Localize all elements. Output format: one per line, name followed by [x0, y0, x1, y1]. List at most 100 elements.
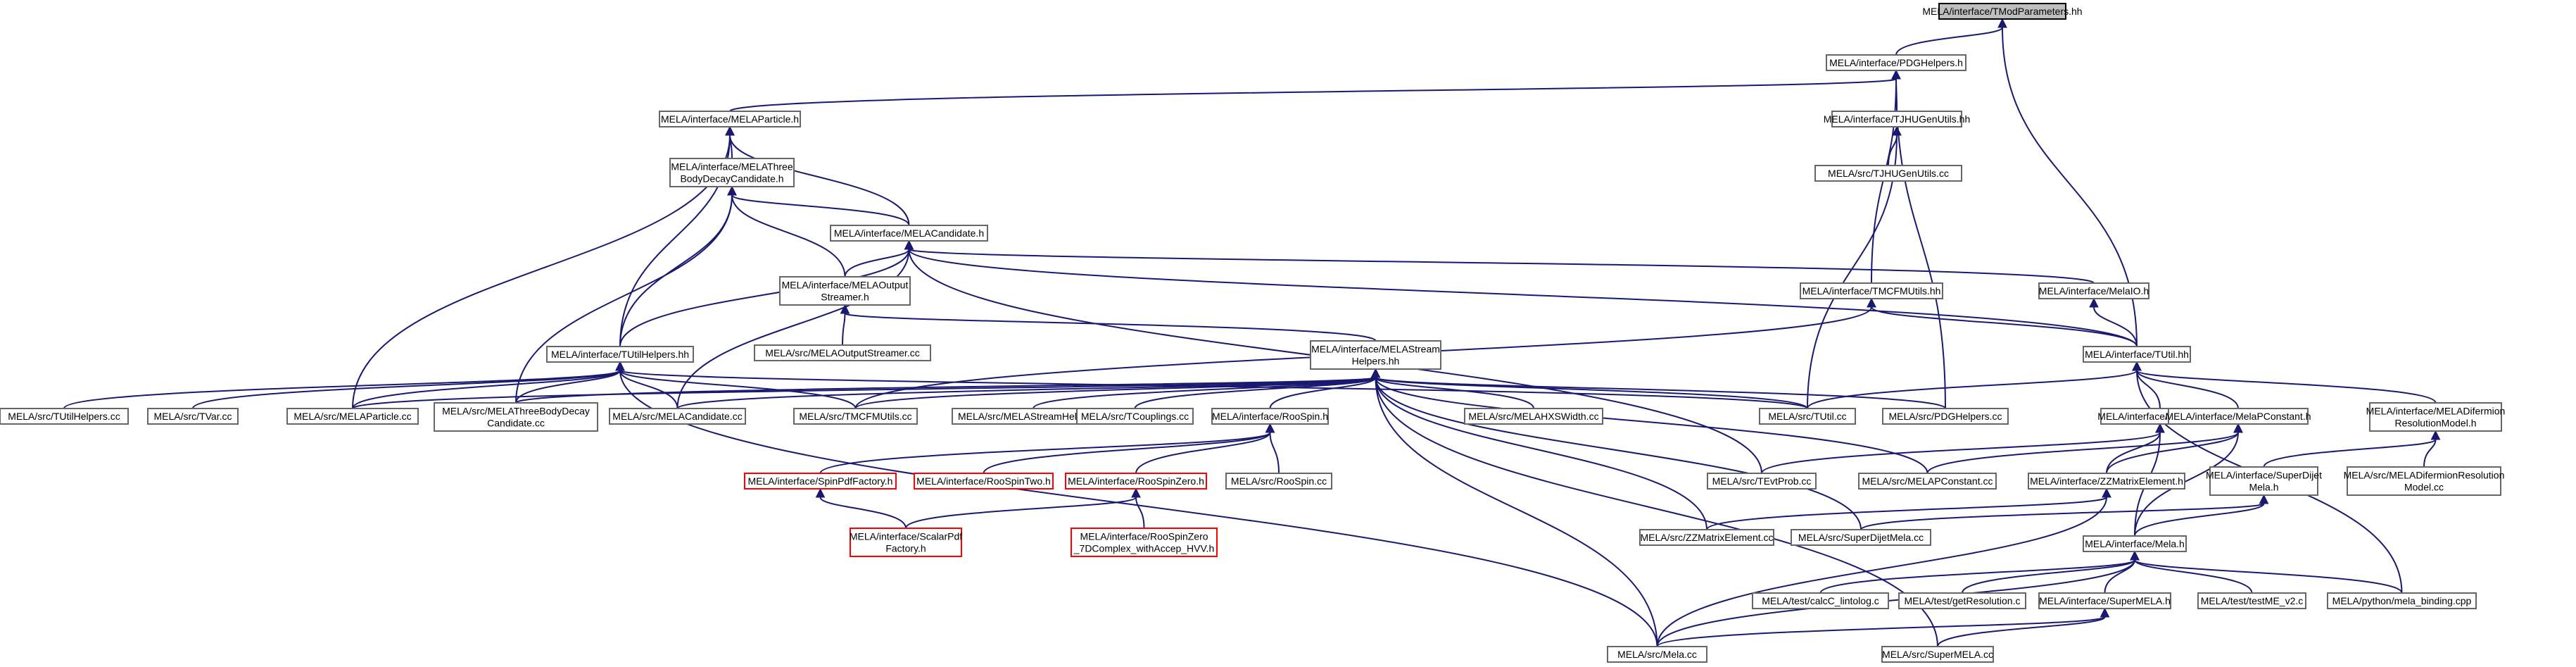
file-node-pconstant-cc[interactable]: MELA/src/MELAPConstant.cc [1858, 473, 1997, 490]
file-node-supermela-h[interactable]: MELA/interface/SuperMELA.h [2038, 592, 2171, 609]
file-node-supermela-cc[interactable]: MELA/src/SuperMELA.cc [1881, 646, 1994, 663]
node-box [830, 225, 988, 242]
file-node-threebody-h[interactable]: MELA/interface/MELAThreeBodyDecayCandida… [669, 158, 795, 187]
file-node-mela-h[interactable]: MELA/interface/Mela.h [2083, 535, 2187, 552]
file-node-output-cc[interactable]: MELA/src/MELAOutputStreamer.cc [754, 344, 931, 361]
file-node-tmcfmutils-hh[interactable]: MELA/interface/TMCFMUtils.hh [1800, 282, 1943, 299]
node-label: MELA/interface/MELAOutput [782, 280, 909, 291]
file-node-tutil-cc[interactable]: MELA/src/TUtil.cc [1759, 408, 1856, 425]
file-node-melaparticle-h[interactable]: MELA/interface/MELAParticle.h [659, 111, 801, 127]
dependency-edge [1860, 503, 2265, 530]
node-box [609, 408, 746, 425]
node-box [1800, 282, 1943, 299]
file-node-tevtprob-cc[interactable]: MELA/src/TEvtProb.cc [1707, 473, 1817, 490]
node-label: Candidate.cc [487, 418, 545, 429]
dependency-edge [819, 432, 1271, 474]
file-node-pdghelpers-cc[interactable]: MELA/src/PDGHelpers.cc [1882, 408, 2009, 425]
node-label: MELA/src/MELADifermionResolution [2344, 470, 2505, 481]
file-node-calcc-c[interactable]: MELA/test/calcC_lintolog.c [1752, 592, 1889, 609]
file-node-output-h[interactable]: MELA/interface/MELAOutputStreamer.h [779, 276, 911, 306]
file-node-pconstant-h[interactable]: MELA/interface/MelaPConstant.h [2166, 408, 2311, 425]
file-node-tcouplings-cc[interactable]: MELA/src/TCouplings.cc [1076, 408, 1194, 425]
node-label: MELA/src/TUtilHelpers.cc [8, 411, 120, 422]
node-label: MELA/src/MELAOutputStreamer.cc [765, 347, 919, 359]
file-node-tjhugenutils-hh[interactable]: MELA/interface/TJHUGenUtils.hh [1824, 111, 1971, 127]
file-node-stream-cc[interactable]: MELA/src/MELAStreamHelpers.cc [952, 408, 1115, 425]
file-node-difermion-h[interactable]: MELA/interface/MELADifermionResolutionMo… [2366, 402, 2506, 432]
edge-arrowhead [1891, 69, 1901, 80]
edge-arrowhead [815, 487, 826, 498]
file-node-hxswidth-cc[interactable]: MELA/src/MELAHXSWidth.cc [1464, 408, 1603, 425]
node-label: MELA/interface/RooSpin.h [1212, 411, 1328, 422]
edge-arrowhead [840, 304, 850, 314]
node-box [744, 473, 897, 490]
file-node-roospinzero7d-h[interactable]: MELA/interface/RooSpinZero_7DComplex_wit… [1071, 528, 1218, 557]
dependency-edge [844, 249, 910, 278]
file-node-roospinzero-h[interactable]: MELA/interface/RooSpinZero.h [1065, 473, 1207, 490]
file-node-roospin-cc[interactable]: MELA/src/RooSpin.cc [1225, 473, 1332, 490]
dependency-edge [1269, 377, 1377, 409]
node-label: MELA/interface/TMCFMUtils.hh [1802, 285, 1941, 297]
node-label: Streamer.h [821, 292, 869, 303]
dependency-edge [619, 370, 857, 409]
dependency-edge [908, 249, 2095, 284]
file-node-superdijet-cc[interactable]: MELA/src/SuperDijetMela.cc [1791, 529, 1931, 546]
node-box [2083, 346, 2191, 363]
file-node-superdijet-h[interactable]: MELA/interface/SuperDijetMela.h [2206, 466, 2322, 496]
file-node-tutilhelpers-hh[interactable]: MELA/interface/TUtilHelpers.hh [546, 346, 694, 363]
node-label: MELA/src/MELAPConstant.cc [1862, 475, 1993, 487]
dependency-edge [1761, 432, 2161, 474]
file-node-tutil-hh[interactable]: MELA/interface/TUtil.hh [2083, 346, 2191, 363]
file-node-roospin-h[interactable]: MELA/interface/RooSpin.h [1211, 408, 1329, 425]
file-node-pdghelpers-h[interactable]: MELA/interface/PDGHelpers.h [1826, 54, 1966, 71]
node-label: MELA/interface/PDGHelpers.h [1829, 57, 1963, 68]
file-node-tmcfmutils-cc[interactable]: MELA/src/TMCFMUtils.cc [793, 408, 918, 425]
node-box [1310, 340, 1441, 370]
file-node-getres-c[interactable]: MELA/test/getResolution.c [1898, 592, 2026, 609]
node-label: MELA/src/TVar.cc [154, 411, 232, 422]
node-box [286, 408, 419, 425]
file-node-testme-c[interactable]: MELA/test/testME_v2.c [2197, 592, 2306, 609]
node-label: MELA/src/SuperMELA.cc [1882, 649, 1993, 660]
node-box [1831, 111, 1962, 127]
file-node-tjhugenutils-cc[interactable]: MELA/src/TJHUGenUtils.cc [1814, 165, 1962, 182]
file-node-melacandidate-h[interactable]: MELA/interface/MELACandidate.h [830, 225, 988, 242]
edge-arrowhead [2233, 423, 2243, 433]
file-node-binding-cpp[interactable]: MELA/python/mela_binding.cpp [2327, 592, 2477, 609]
dependency-edge [1937, 616, 2106, 647]
dependency-edge [2134, 432, 2239, 537]
node-label: MELA/interface/RooSpinTwo.h [916, 475, 1051, 487]
file-node-melaio-h[interactable]: MELA/interface/MelaIO.h [2038, 282, 2149, 299]
file-node-stream-hh[interactable]: MELA/interface/MELAStreamHelpers.hh [1310, 340, 1441, 370]
file-node-roospintwo-h[interactable]: MELA/interface/RooSpinTwo.h [914, 473, 1054, 490]
file-node-zzmatrix-cc[interactable]: MELA/src/ZZMatrixElement.cc [1639, 529, 1774, 546]
file-node-spinpdf-h[interactable]: MELA/interface/SpinPdfFactory.h [744, 473, 897, 490]
dependency-edge [1375, 377, 1534, 409]
file-node-tvar-cc[interactable]: MELA/src/TVar.cc [147, 408, 239, 425]
node-label: MELA/interface/SpinPdfFactory.h [748, 475, 893, 487]
dependency-edge [1656, 559, 2135, 647]
node-box [793, 408, 918, 425]
file-node-tmodparams[interactable]: MELA/interface/TModParameters.hh [1922, 3, 2083, 20]
node-box [1211, 408, 1329, 425]
node-label: MELA/src/TCouplings.cc [1081, 411, 1189, 422]
node-box [1639, 529, 1774, 546]
file-node-zzmatrix-h[interactable]: MELA/interface/ZZMatrixElement.h [2028, 473, 2185, 490]
edge-arrowhead [1265, 423, 1275, 433]
node-box [1076, 408, 1194, 425]
file-node-melaparticle-cc[interactable]: MELA/src/MELAParticle.cc [286, 408, 419, 425]
node-box [2327, 592, 2477, 609]
file-node-tutilhelpers-cc[interactable]: MELA/src/TUtilHelpers.cc [0, 408, 129, 425]
node-label: MELA/interface/Mela.h [2085, 538, 2185, 549]
node-label: MELA/interface/MELADifermion [2366, 406, 2506, 417]
file-node-mela-cc[interactable]: MELA/src/Mela.cc [1607, 646, 1707, 663]
file-node-melacandidate-cc[interactable]: MELA/src/MELACandidate.cc [609, 408, 746, 425]
node-box [1881, 646, 1994, 663]
dependency-edge [1962, 559, 2135, 594]
node-label: MELA/src/ZZMatrixElement.cc [1640, 532, 1773, 543]
edge-arrowhead [615, 361, 625, 371]
file-nodes: MELA/interface/TModParameters.hhMELA/int… [0, 3, 2506, 663]
